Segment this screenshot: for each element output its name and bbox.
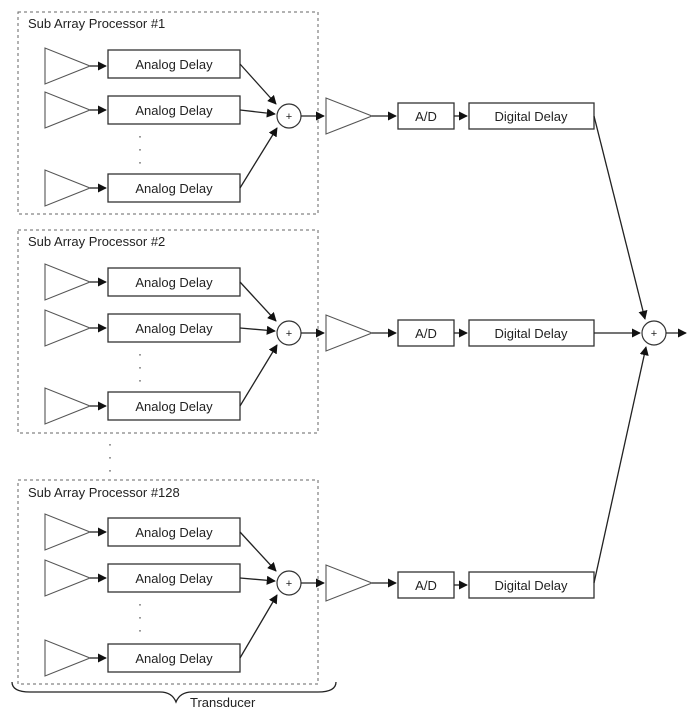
arrow: [239, 325, 276, 335]
analog-delay-label: Analog Delay: [135, 57, 213, 72]
summing-symbol: +: [286, 328, 292, 340]
vertical-ellipsis: ·: [138, 623, 142, 637]
adc-label: A/D: [415, 578, 437, 593]
arrow: [239, 575, 276, 585]
digital-delay-label: Digital Delay: [495, 578, 568, 593]
sub-array-title: Sub Array Processor #1: [28, 16, 165, 31]
analog-delay-label: Analog Delay: [135, 321, 213, 336]
summing-symbol: +: [286, 578, 292, 590]
amplifier-triangle: [44, 263, 92, 301]
digital-delay-label: Digital Delay: [495, 109, 568, 124]
analog-delay-box: [107, 267, 241, 297]
vertical-ellipsis: ·: [138, 360, 142, 374]
amplifier-triangle: [44, 91, 92, 129]
analog-delay-box: [107, 563, 241, 593]
adc-box: [397, 102, 455, 130]
analog-delay-label: Analog Delay: [135, 525, 213, 540]
arrow: [239, 281, 277, 322]
vertical-ellipsis: ·: [138, 142, 142, 156]
digital-delay-label: Digital Delay: [495, 326, 568, 341]
sub-array-title: Sub Array Processor #128: [28, 485, 180, 500]
analog-delay-box: [107, 49, 241, 79]
vertical-ellipsis: ·: [138, 155, 142, 169]
arrow: [593, 346, 649, 584]
digital-delay-box: [468, 571, 595, 599]
final-summing-symbol: +: [651, 328, 657, 340]
arrow: [239, 127, 278, 189]
sub-array-processor-1: Sub Array Processor #1 Analog Delay Anal…: [17, 11, 595, 215]
vertical-ellipsis: ·: [138, 129, 142, 143]
analog-delay-label: Analog Delay: [135, 571, 213, 586]
sub-array-group-box: [17, 229, 319, 434]
group-ellipsis: ·: [108, 450, 112, 464]
vertical-ellipsis: ·: [138, 610, 142, 624]
analog-delay-box: [107, 643, 241, 673]
sub-array-processor-2: Sub Array Processor #2 Analog Delay Anal…: [17, 229, 595, 434]
transducer-label: Transducer: [190, 695, 256, 709]
amplifier-triangle: [44, 169, 92, 207]
analog-delay-label: Analog Delay: [135, 651, 213, 666]
amplifier-triangle: [325, 97, 374, 135]
analog-delay-label: Analog Delay: [135, 181, 213, 196]
amplifier-triangle: [44, 513, 92, 551]
analog-delay-box: [107, 313, 241, 343]
arrow: [239, 344, 278, 407]
amplifier-triangle: [44, 639, 92, 677]
sub-array-processor-128: Sub Array Processor #128 Analog Delay An…: [17, 479, 595, 685]
digital-delay-box: [468, 319, 595, 347]
analog-delay-box: [107, 95, 241, 125]
analog-delay-label: Analog Delay: [135, 275, 213, 290]
vertical-ellipsis: ·: [138, 347, 142, 361]
arrow: [239, 531, 277, 572]
analog-delay-label: Analog Delay: [135, 399, 213, 414]
analog-delay-label: Analog Delay: [135, 103, 213, 118]
summing-symbol: +: [286, 111, 292, 123]
vertical-ellipsis: ·: [138, 373, 142, 387]
amplifier-triangle: [325, 564, 374, 602]
amplifier-triangle: [44, 387, 92, 425]
sub-array-group-box: [17, 11, 319, 215]
group-ellipsis: ·: [108, 463, 112, 477]
vertical-ellipsis: ·: [138, 597, 142, 611]
arrow: [239, 594, 278, 659]
adc-label: A/D: [415, 109, 437, 124]
sub-array-title: Sub Array Processor #2: [28, 234, 165, 249]
arrow: [239, 63, 277, 105]
transducer-brace: [11, 681, 337, 704]
group-ellipsis: ·: [108, 437, 112, 451]
amplifier-triangle: [325, 314, 374, 352]
analog-delay-box: [107, 173, 241, 203]
amplifier-triangle: [44, 559, 92, 597]
amplifier-triangle: [44, 47, 92, 85]
amplifier-triangle: [44, 309, 92, 347]
adc-label: A/D: [415, 326, 437, 341]
arrow: [593, 115, 648, 320]
arrow: [239, 108, 276, 118]
